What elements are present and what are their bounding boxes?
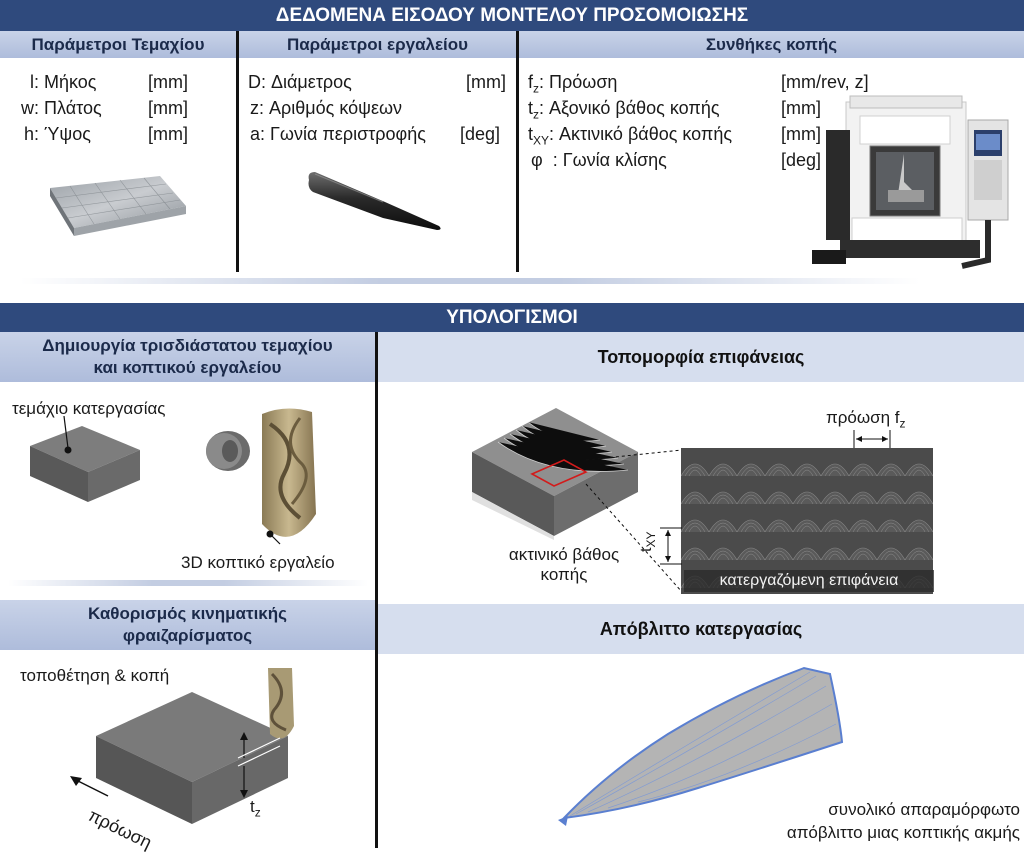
placement-cut-label: τοποθέτηση & κοπή [20,666,170,685]
param-tilt-angle: φ : Γωνία κλίσης [531,150,667,170]
surface-caption: κατεργαζόμενη επιφάνεια [684,570,934,592]
param-edges: z: Αριθμός κόψεων [250,98,403,118]
machined-surface-image [681,448,933,594]
top-bottom-separator [20,278,920,284]
chip-caption: συνολικό απαραμόρφωτο απόβλιττο μιας κοπ… [786,800,1020,842]
chip-shape-image [558,666,844,826]
kinematics-header: Καθορισμός κινηματικής φραιζαρίσματος [0,600,375,650]
input-data-title-bar: ΔΕΔΟΜΕΝΑ ΕΙΣΟΔΟΥ ΜΟΝΤΕΛΟΥ ΠΡΟΣΟΜΟΙΩΣΗΣ [0,0,1024,31]
param-rotation-angle: a: Γωνία περιστροφής [250,124,426,144]
feed-fz-label: πρόωση fz [826,408,906,431]
param-radial-unit: [mm] [781,124,821,144]
endmill-3d-image [262,408,316,545]
tool-params-header: Παράμετροι εργαλείου [239,31,516,58]
workpiece-block-image [30,416,140,502]
feed-fz-marker [853,430,891,448]
input-data-title: ΔΕΔΟΜΕΝΑ ΕΙΣΟΔΟΥ ΜΟΝΤΕΛΟΥ ΠΡΟΣΟΜΟΙΩΣΗΣ [275,5,749,26]
create-3d-header: Δημιουργία τρισδιάστατου τεμαχίου και κο… [0,332,375,382]
zoom-leader-lines [585,449,683,593]
param-radial-depth: tXY: Ακτινικό βάθος κοπής [528,124,733,148]
chip-header: Απόβλιττο κατεργασίας [378,604,1024,654]
workpiece-plate-image [50,176,186,236]
workpiece-label: τεμάχιο κατεργασίας [12,399,166,418]
param-axial-unit: [mm] [781,98,821,118]
surface-texture-svg [681,448,933,594]
top-divider-1 [236,31,239,272]
param-height: h: Ύψος [23,124,91,144]
tool-holder-image [206,431,250,471]
txy-label: tXY [638,531,659,552]
param-length-unit: [mm] [148,72,188,92]
param-height-unit: [mm] [148,124,188,144]
param-diameter: D: Διάμετρος [248,72,352,92]
tool-3d-label: 3D κοπτικό εργαλείο [181,553,335,572]
radial-depth-label: ακτινικό βάθος κοπής [508,545,620,584]
txy-marker [660,527,682,565]
param-rotation-unit: [deg] [460,124,501,144]
param-feed: fz: Πρόωση [528,72,618,96]
tz-label: tz [250,797,261,820]
calculations-title-bar: ΥΠΟΛΟΓΙΣΜΟΙ [0,303,1024,332]
left-separator [8,580,368,586]
param-width-unit: [mm] [148,98,188,118]
cutting-conditions-header: Συνθήκες κοπής [519,31,1024,58]
part-params-header: Παράμετροι Τεμαχίου [0,31,236,58]
surface-topography-header: Τοπομορφία επιφάνειας [378,332,1024,382]
top-divider-2 [516,31,519,272]
param-tilt-unit: [deg] [781,150,822,170]
calc-divider [375,332,378,848]
param-axial-depth: tz: Αξονικό βάθος κοπής [528,98,720,122]
ball-end-mill-image [308,172,441,230]
param-length: l: Μήκος [30,72,97,92]
topography-block-image [472,408,638,540]
param-diameter-unit: [mm] [466,72,506,92]
milling-kinematics-image [70,668,294,824]
calculations-title: ΥΠΟΛΟΓΙΣΜΟΙ [446,307,578,328]
cnc-machine-image [812,95,1009,269]
param-feed-unit: [mm/rev, z] [781,72,869,92]
param-width: w: Πλάτος [21,98,102,118]
